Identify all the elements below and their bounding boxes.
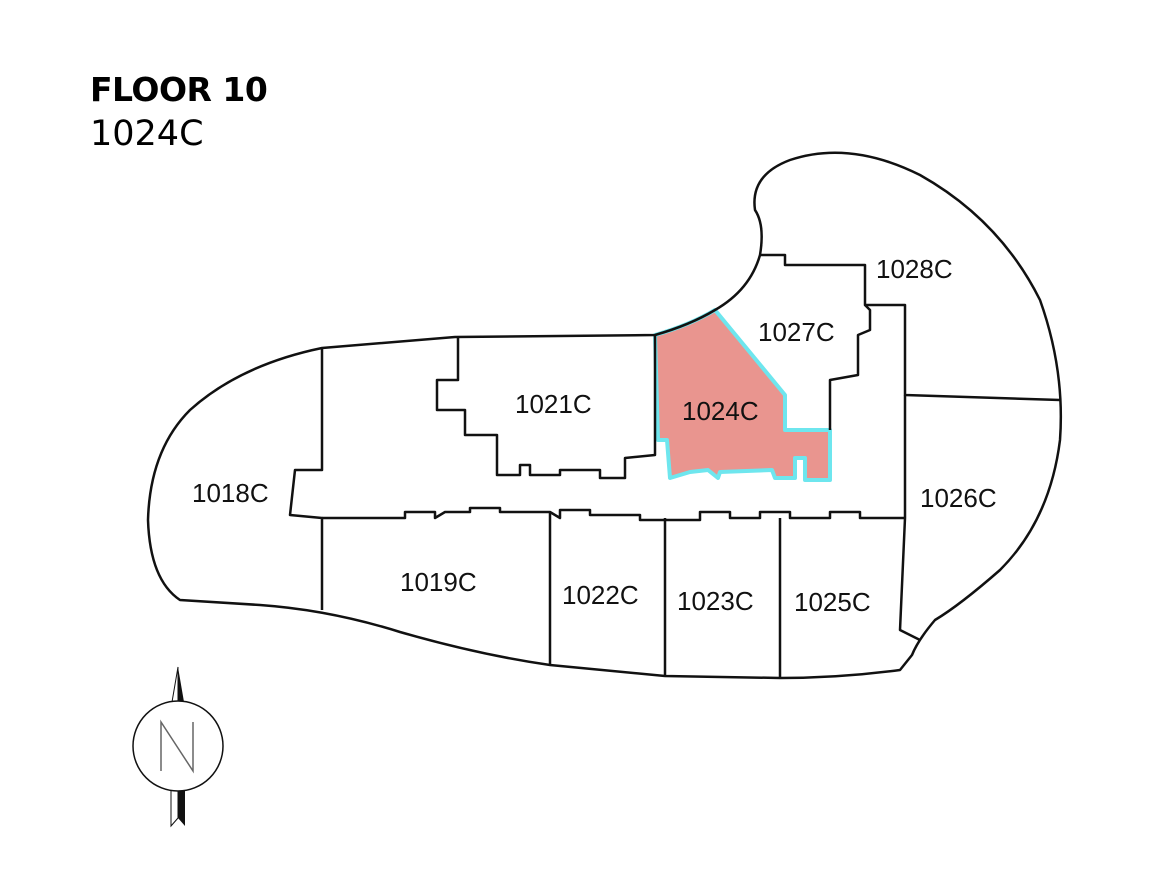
unit-label[interactable]: 1026C (920, 483, 997, 513)
unit-label[interactable]: 1023C (677, 586, 754, 616)
north-arrow-icon (132, 666, 224, 828)
unit-label[interactable]: 1025C (794, 587, 871, 617)
unit-label[interactable]: 1018C (192, 478, 269, 508)
unit-label[interactable]: 1024C (682, 396, 759, 426)
unit-label[interactable]: 1022C (562, 580, 639, 610)
unit-label[interactable]: 1028C (876, 254, 953, 284)
floor-title: FLOOR 10 (90, 70, 268, 109)
interior-walls (288, 253, 1061, 678)
unit-label[interactable]: 1021C (515, 389, 592, 419)
unit-subtitle: 1024C (90, 114, 204, 154)
unit-label[interactable]: 1027C (758, 317, 835, 347)
building-outline (146, 151, 1063, 680)
unit-label[interactable]: 1019C (400, 567, 477, 597)
